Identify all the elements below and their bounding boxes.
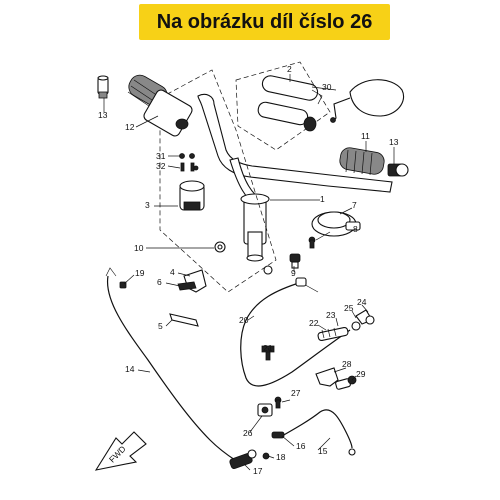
callout-10: 10 [134,243,144,253]
clamp-5 [169,313,199,327]
callout-18: 18 [276,452,286,462]
callout-13-left: 13 [98,110,108,120]
nut-10 [214,241,226,253]
callout-8: 8 [353,224,358,234]
assembly-3-outline [159,69,277,293]
callout-12: 12 [125,122,135,132]
callout-23: 23 [326,310,336,320]
banner-title: Na obrázku díl číslo 26 [156,10,373,33]
switch-26 [257,403,273,417]
callout-14: 14 [125,364,135,374]
mirror [330,79,404,123]
bolt-29 [335,375,357,390]
callout-27: 27 [291,388,301,398]
callout-19: 19 [135,268,145,278]
callout-32: 32 [156,161,166,171]
end-weight-right [387,163,409,177]
handlebar-holder [240,193,270,262]
grip-set [257,75,323,132]
callout-5: 5 [158,321,163,331]
leader-lines [103,74,395,471]
callout-30: 30 [322,82,332,92]
callout-20: 20 [239,315,249,325]
screw-27 [274,396,282,409]
throttle-cable [105,267,257,470]
fwd-arrow: FWD [94,431,147,471]
callout-21: 21 [263,343,273,353]
callout-1: 1 [320,194,325,204]
callout-labels: 1 2 3 4 5 6 7 8 9 10 11 12 13 13 14 15 1… [98,64,399,476]
cable-15 [271,409,356,456]
nut-small [263,265,273,275]
callout-11: 11 [361,131,370,141]
callout-28: 28 [342,359,352,369]
callout-24: 24 [357,297,367,307]
end-weight-left [97,75,109,99]
title-banner: Na obrázku díl číslo 26 [139,4,390,40]
lever-24-25 [355,309,375,325]
right-grip [339,147,385,176]
callout-6: 6 [157,277,162,287]
clip-21 [261,345,275,361]
callout-25: 25 [344,303,354,313]
screw-8 [308,236,316,249]
callout-16: 16 [296,441,306,451]
assembly-2-outline [235,61,331,151]
callout-13-right: 13 [389,137,399,147]
bracket-28 [315,367,339,387]
upper-holder [179,180,205,211]
callout-2: 2 [287,64,292,74]
bracket-4 [177,269,207,293]
clutch-cable [240,277,351,387]
callout-17: 17 [253,466,263,476]
callout-22: 22 [309,318,319,328]
callout-29: 29 [356,369,366,379]
left-grip [127,74,193,137]
cable-adjuster [317,321,361,342]
callout-3: 3 [145,200,150,210]
screws-31-32 [179,153,199,172]
switch-housing [311,211,361,237]
callout-7: 7 [352,200,357,210]
bolt-9 [289,253,301,269]
callout-31: 31 [156,151,166,161]
callout-4: 4 [170,267,175,277]
callout-26: 26 [243,428,253,438]
callout-9: 9 [291,268,296,278]
callout-15: 15 [318,446,328,456]
